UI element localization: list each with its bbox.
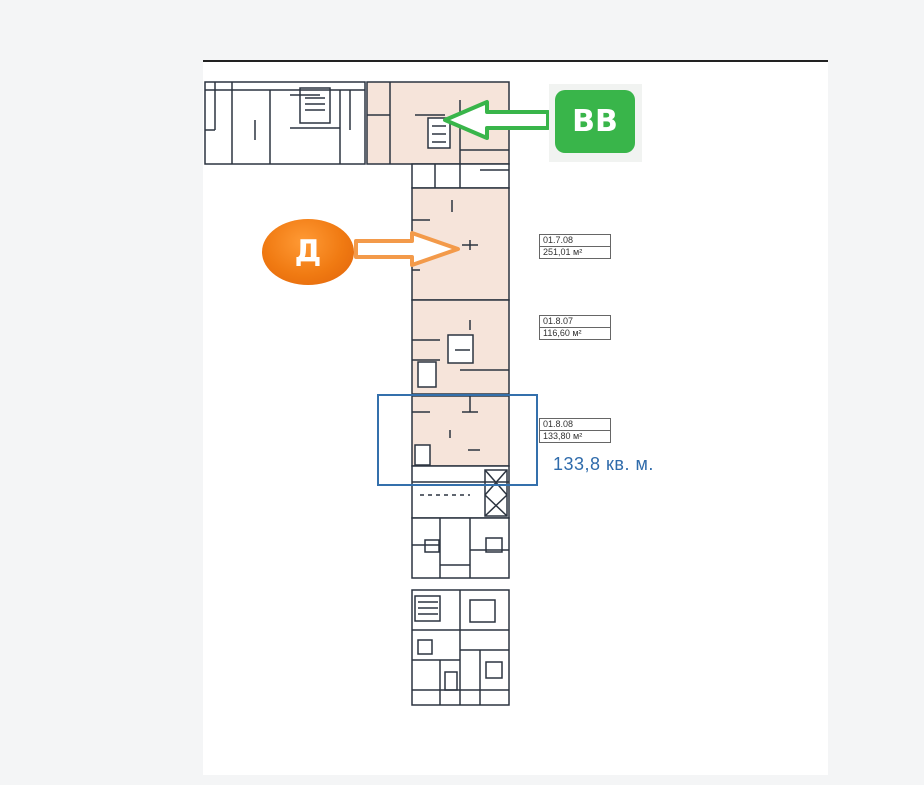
unit-label-01-7-08: 01.7.08 251,01 м²: [539, 234, 611, 259]
bb-badge-label: BB: [555, 90, 635, 153]
unit-label-01-8-08: 01.8.08 133,80 м²: [539, 418, 611, 443]
bb-badge: BB: [549, 84, 642, 162]
left-wing: [204, 81, 366, 165]
unit-018-08-plan: [411, 395, 510, 467]
unit-code: 01.8.08: [543, 419, 574, 429]
unit-label-01-8-07: 01.8.07 116,60 м²: [539, 315, 611, 340]
unit-area: 251,01 м²: [540, 246, 610, 258]
highlighted-area-text: 133,8 кв. м.: [553, 454, 654, 474]
plan-sheet: [203, 60, 828, 775]
d-pointer-arrow: [354, 231, 460, 267]
connector-block: [411, 163, 510, 189]
d-badge: Д: [262, 219, 354, 285]
highlighted-unit-frame: [377, 394, 538, 486]
unit-area: 116,60 м²: [540, 327, 610, 339]
unit-code: 01.7.08: [543, 235, 574, 245]
apartments-block-2: [411, 589, 510, 706]
unit-018-07-plan: [411, 299, 510, 395]
unit-code: 01.8.07: [543, 316, 574, 326]
plan-top-border: [203, 60, 828, 62]
stair-core: [411, 465, 510, 519]
apartments-block-1: [411, 517, 510, 579]
bb-pointer-arrow: [443, 100, 550, 140]
unit-area: 133,80 м²: [540, 430, 610, 442]
